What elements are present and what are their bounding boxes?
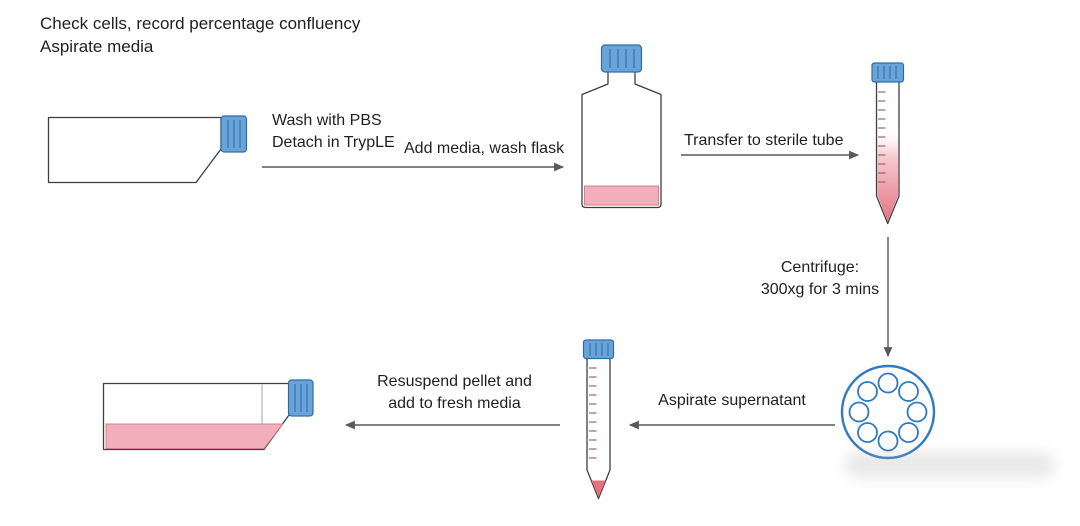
label-resuspend-line1: Resuspend pellet and — [377, 373, 532, 390]
cap-ribs — [294, 384, 308, 412]
label-centrifuge-line1: Centrifuge: — [780, 259, 860, 276]
flow-arrows — [262, 150, 893, 430]
label-transfer: Transfer to sterile tube — [684, 132, 844, 149]
conical-tube-pellet-icon — [582, 339, 615, 500]
graduation-marks — [589, 367, 597, 459]
cap-ribs — [227, 120, 241, 148]
bottle-cap — [600, 44, 643, 73]
label-wash-detach: Wash with PBS Detach in TrypLE — [272, 110, 395, 154]
cap-ribs — [609, 49, 635, 68]
cap-ribs — [589, 343, 609, 356]
label-centrifuge-line2: 300xg for 3 mins — [760, 281, 880, 298]
bottle-media-band — [584, 185, 659, 206]
label-resuspend: Resuspend pellet and add to fresh media — [372, 371, 537, 415]
centrifuge-rotor-icon — [840, 364, 936, 460]
label-aspirate: Aspirate supernatant — [658, 392, 806, 409]
watermark — [845, 452, 1055, 478]
tube-cap — [871, 62, 905, 83]
tube-liquid — [877, 129, 898, 222]
conical-tube-icon — [871, 62, 905, 225]
label-wash-line2: Detach in TrypLE — [272, 134, 395, 151]
label-wash-line1: Wash with PBS — [272, 112, 382, 129]
header-note-line1: Check cells, record percentage confluenc… — [40, 14, 361, 33]
header-note: Check cells, record percentage confluenc… — [40, 12, 360, 58]
media-bottle-icon — [581, 44, 662, 209]
label-add-media: Add media, wash flask — [404, 140, 565, 157]
label-resuspend-line2: add to fresh media — [388, 395, 521, 412]
tube-cap — [582, 339, 615, 360]
header-note-line2: Aspirate media — [40, 37, 154, 56]
graduation-marks — [878, 91, 886, 183]
cap-ribs — [877, 66, 897, 79]
culture-flask-icon — [47, 115, 248, 184]
culture-flask-with-media-icon — [102, 379, 314, 451]
flask-media — [105, 423, 284, 449]
cell-pellet — [591, 480, 606, 498]
label-centrifuge: Centrifuge: 300xg for 3 mins — [757, 257, 883, 301]
